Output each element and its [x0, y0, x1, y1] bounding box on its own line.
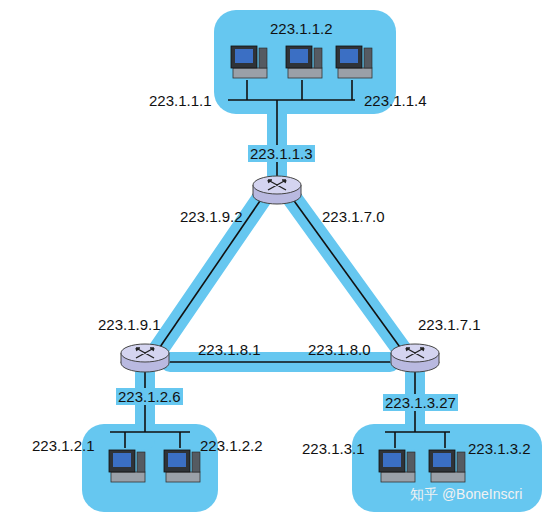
subnet-bands [82, 10, 542, 512]
ip-address: 223.1.1.2 [268, 20, 335, 37]
host-computer [286, 46, 322, 78]
link-wire [394, 432, 396, 448]
host-computer [336, 46, 372, 78]
interface-address: 223.1.7.0 [320, 208, 387, 225]
subnet-band [292, 198, 402, 350]
subnet-region: 223.1.1.2 223.1.1.1 223.1.1.4 223.1.1.3 [140, 12, 433, 172]
interface-address: 223.1.9.2 [178, 208, 245, 225]
ip-address: 223.1.3.27 [383, 394, 458, 411]
router-symbol [121, 344, 169, 372]
interface-address: 223.1.8.0 [306, 341, 373, 358]
ip-address: 223.1.2.2 [198, 437, 265, 454]
interface-address: 223.1.8.1 [196, 341, 263, 358]
subnet-blob [352, 424, 542, 512]
host-computer [379, 450, 415, 482]
ip-address: 223.1.3.1 [300, 440, 367, 457]
link-wire [110, 431, 190, 433]
interface-address: 223.1.7.1 [416, 316, 483, 333]
link-wire [276, 100, 278, 182]
watermark: 知乎 @BoneInscri [408, 486, 524, 503]
link-wire [292, 198, 402, 350]
ip-address: 223.1.1.4 [362, 92, 429, 109]
router-symbol [253, 176, 301, 204]
host-computer [109, 450, 145, 482]
link-wire [351, 80, 353, 100]
interface-address: 223.1.9.1 [96, 316, 163, 333]
subnet-band [158, 198, 262, 350]
router-symbol [391, 344, 439, 372]
link-wire [124, 432, 126, 448]
link-wire [179, 432, 181, 448]
ip-address: 223.1.2.1 [30, 437, 97, 454]
link-wire [444, 432, 446, 448]
ip-address: 223.1.2.6 [116, 388, 183, 405]
subnet-region: 223.1.2.6 223.1.2.1 223.1.2.2 [25, 382, 269, 507]
link-wire [158, 198, 262, 350]
host-computer [429, 450, 465, 482]
link-wire [301, 80, 303, 100]
host-computer [231, 46, 267, 78]
link-wire [170, 361, 390, 363]
ip-address: 223.1.3.2 [466, 440, 533, 457]
ip-address: 223.1.1.1 [147, 92, 214, 109]
host-computer [164, 450, 200, 482]
link-wire [246, 80, 248, 100]
ip-address: 223.1.1.3 [248, 145, 315, 162]
